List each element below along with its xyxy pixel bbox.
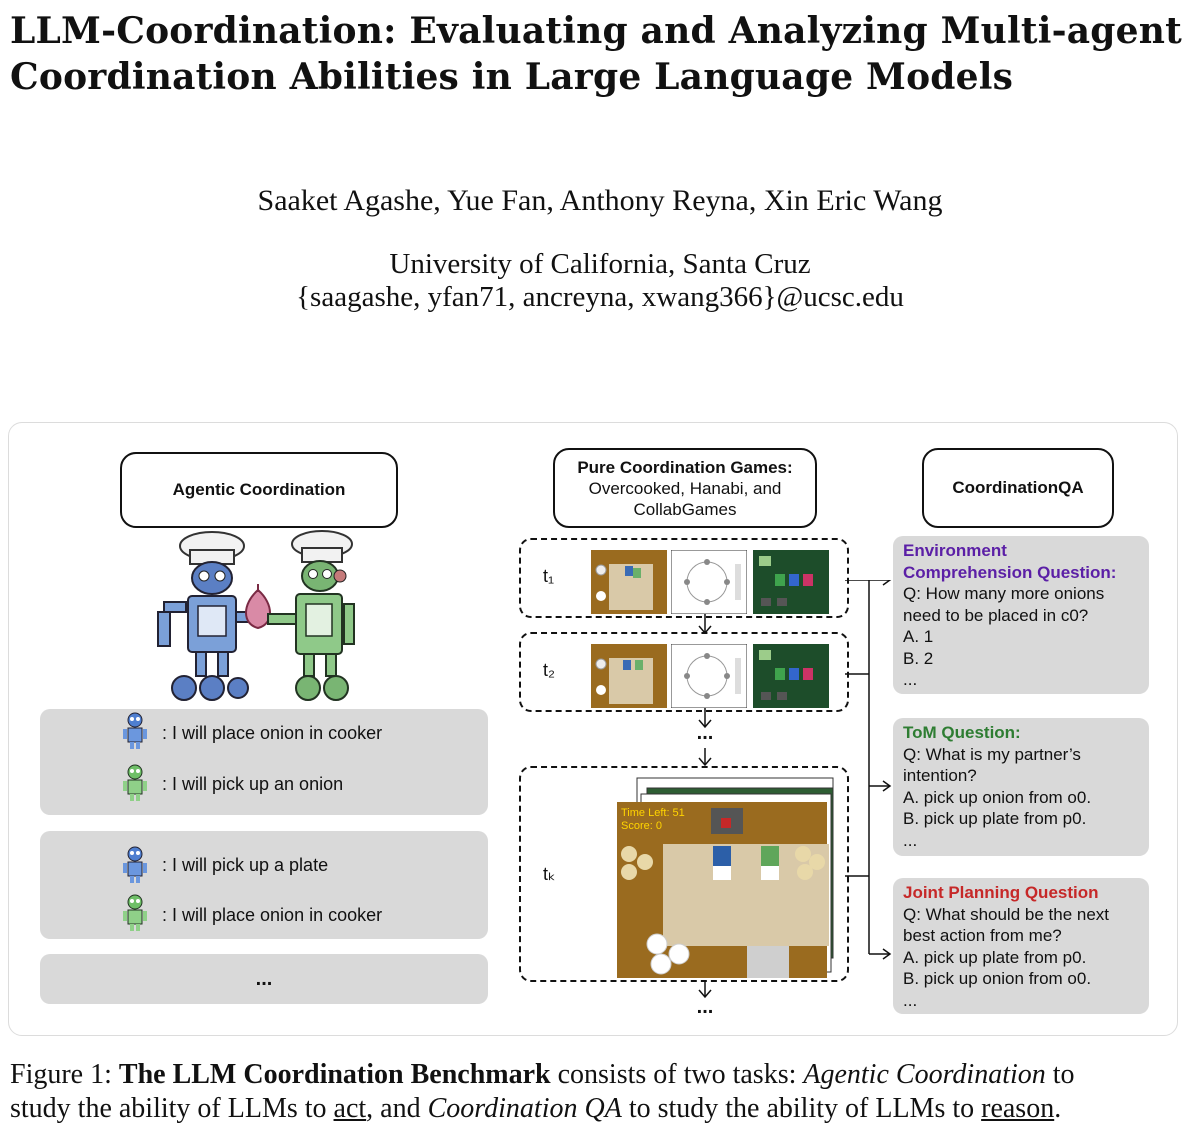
dialog-line: : I will place onion in cooker	[162, 905, 383, 925]
caption-line-2: study the ability of LLMs to act, and Co…	[10, 1092, 1195, 1126]
paper-title: LLM-Coordination: Evaluating and Analyzi…	[10, 8, 1195, 100]
timestep-ellipsis: ...	[696, 722, 714, 744]
dialog-box-3: ...	[40, 954, 488, 1004]
dialog-line: : I will pick up an onion	[162, 774, 344, 794]
down-arrow-icon	[698, 980, 712, 999]
question-line: need to be placed in c0?	[903, 605, 1089, 625]
coordinationqa-label: CoordinationQA	[952, 478, 1084, 497]
blue-robot-icon	[123, 846, 147, 883]
dialog-box-1: : I will place onion in cooker : I will …	[40, 709, 488, 815]
overcooked-thumbnail	[591, 550, 667, 614]
question-line: Q: How many more onions	[903, 584, 1105, 603]
question-line: Q: What should be the next	[903, 904, 1110, 924]
timestep-label: t₁	[543, 566, 555, 586]
game-time-left: Time Left: 51	[621, 807, 685, 819]
down-arrow-icon	[698, 748, 712, 767]
robot-chefs-illustration	[157, 530, 355, 701]
answer-option: B. pick up onion from o0.	[903, 969, 1092, 988]
dialog-box-2: : I will pick up a plate : I will place …	[40, 831, 488, 939]
agentic-coordination-label: Agentic Coordination	[172, 480, 346, 499]
answer-option: A. pick up onion from o0.	[903, 787, 1092, 807]
collab-game-thumbnail	[753, 550, 829, 614]
green-robot-icon	[123, 764, 147, 801]
mid-header-line2: Overcooked, Hanabi, and	[588, 478, 782, 498]
figure-frame	[8, 422, 1178, 1036]
timestep-1-box: t₁	[519, 538, 849, 618]
question-title: Comprehension Question:	[903, 562, 1117, 582]
author-list: Saaket Agashe, Yue Fan, Anthony Reyna, X…	[257, 184, 943, 217]
timestep-k-box: tₖ Time Left: 51 Score: 0	[519, 766, 849, 982]
answer-ellipsis: ...	[903, 830, 918, 850]
pure-coordination-header: Pure Coordination Games: Overcooked, Han…	[553, 448, 817, 528]
hanabi-thumbnail	[671, 550, 747, 614]
collab-game-thumbnail	[753, 644, 829, 708]
bottom-ellipsis: ...	[696, 996, 714, 1018]
dialog-line: : I will place onion in cooker	[162, 723, 383, 743]
emails: {saagashe, yfan71, ancreyna, xwang366}@u…	[296, 281, 904, 313]
agentic-coordination-header: Agentic Coordination	[120, 452, 398, 528]
game-score: Score: 0	[621, 820, 662, 832]
caption-line-1: Figure 1: The LLM Coordination Benchmark…	[10, 1058, 1195, 1092]
caption-bold: The LLM Coordination Benchmark	[118, 1059, 551, 1090]
answer-ellipsis: ...	[903, 990, 918, 1010]
blue-robot-icon	[123, 712, 147, 749]
dialog-line: : I will pick up a plate	[162, 855, 329, 875]
caption-text: , and	[366, 1093, 428, 1124]
answer-option: B. 2	[903, 648, 934, 668]
mid-header-line3: CollabGames	[633, 499, 737, 519]
joint-planning-question-box: Joint Planning Question Q: What should b…	[893, 878, 1149, 1014]
figure-caption: Figure 1: The LLM Coordination Benchmark…	[10, 1058, 1195, 1126]
green-robot-chef-icon	[267, 530, 355, 701]
green-robot-icon	[123, 894, 147, 931]
caption-text: consists of two tasks:	[550, 1059, 804, 1090]
timestep-2-box: t₂	[519, 632, 849, 712]
answer-option: A. 1	[903, 627, 934, 646]
caption-text: .	[1054, 1093, 1062, 1124]
question-line: best action from me?	[903, 926, 1062, 945]
question-line: Q: What is my partner’s	[903, 744, 1081, 764]
tom-question-box: ToM Question: Q: What is my partner’s in…	[893, 718, 1149, 856]
environment-question-box: Environment Comprehension Question: Q: H…	[893, 536, 1149, 694]
blue-robot-chef-icon	[157, 531, 263, 701]
caption-label: Figure 1:	[10, 1059, 112, 1090]
affiliation: University of California, Santa Cruz	[389, 248, 811, 280]
caption-underline: act	[333, 1093, 367, 1124]
hanabi-thumbnail	[671, 644, 747, 708]
connector-arrows	[845, 580, 892, 960]
timestep-label: tₖ	[543, 864, 556, 884]
caption-text: study the ability of LLMs to	[10, 1093, 334, 1124]
affiliation-block: University of California, Santa Cruz {sa…	[0, 248, 1200, 314]
title-line-1: LLM-Coordination: Evaluating and Analyzi…	[10, 10, 1182, 52]
title-line-2: Coordination Abilities in Large Language…	[10, 56, 1014, 98]
onion-icon	[245, 584, 271, 630]
down-arrow-icon	[698, 708, 712, 729]
caption-text: to study the ability of LLMs to	[621, 1093, 982, 1124]
answer-ellipsis: ...	[903, 670, 918, 689]
question-line: intention?	[903, 766, 977, 785]
answer-option: A. pick up plate from p0.	[903, 947, 1087, 967]
caption-text: to	[1045, 1059, 1075, 1090]
caption-underline: reason	[981, 1093, 1055, 1124]
mid-header-title: Pure Coordination Games:	[577, 457, 793, 477]
question-title: Joint Planning Question	[903, 883, 1099, 902]
question-title: Environment	[903, 541, 1007, 560]
coordinationqa-header: CoordinationQA	[922, 448, 1114, 528]
dialog-ellipsis: ...	[255, 967, 273, 990]
overcooked-game-stack: Time Left: 51 Score: 0	[617, 777, 834, 978]
caption-italic: Agentic Coordination	[803, 1059, 1046, 1090]
question-title: ToM Question:	[903, 723, 1021, 742]
caption-italic: Coordination QA	[427, 1093, 622, 1124]
timestep-label: t₂	[543, 660, 555, 680]
down-arrow-icon	[698, 614, 712, 635]
answer-option: B. pick up plate from p0.	[903, 809, 1087, 828]
overcooked-thumbnail	[591, 644, 667, 708]
